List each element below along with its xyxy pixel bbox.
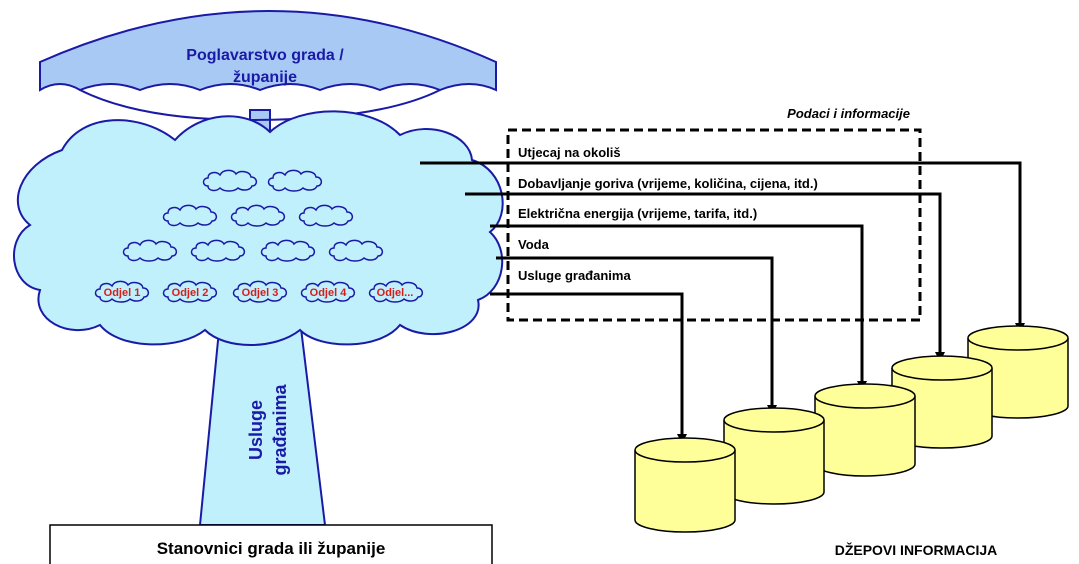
flow-label-environment: Utjecaj na okoliš — [518, 145, 621, 160]
flow-lines — [420, 161, 1025, 444]
department-more: Odjel... — [368, 280, 424, 303]
small-cloud-icon — [267, 169, 323, 192]
department-label: Odjel 1 — [104, 287, 141, 299]
trunk-label-line1: Usluge — [246, 400, 266, 460]
department-label: Odjel... — [377, 287, 414, 299]
flow-line-environment — [420, 161, 1025, 333]
flow-label-fuel: Dobavljanje goriva (vrijeme, količina, c… — [518, 176, 818, 191]
trunk: Usluge građanima — [198, 319, 327, 526]
umbrella-title-line2: županije — [233, 69, 297, 86]
small-cloud-icon — [162, 204, 218, 227]
trunk-label-line2: građanima — [270, 383, 290, 475]
citizens-label: Stanovnici grada ili županije — [157, 539, 386, 558]
flow-label-services: Usluge građanima — [518, 268, 631, 283]
citizens-base: Stanovnici grada ili županije — [49, 524, 493, 564]
small-cloud-icon — [298, 204, 354, 227]
flow-line-electricity — [490, 224, 867, 391]
flow-line-services — [490, 292, 687, 444]
department-1: Odjel 1 — [94, 280, 150, 303]
flow-line-fuel — [465, 192, 945, 362]
flow-line-water — [496, 256, 777, 415]
database-cylinder-icon — [891, 355, 993, 449]
department-2: Odjel 2 — [162, 280, 218, 303]
flow-labels: Utjecaj na okoliš Dobavljanje goriva (vr… — [518, 145, 818, 283]
flow-label-electricity: Električna energija (vrijeme, tarifa, it… — [518, 206, 757, 221]
small-cloud-icon — [190, 239, 246, 262]
umbrella-title-line1: Poglavarstvo grada / — [186, 47, 344, 64]
small-cloud-icon — [122, 239, 178, 262]
department-label: Odjel 4 — [310, 287, 348, 299]
department-3: Odjel 3 — [232, 280, 288, 303]
database-cylinder-icon — [814, 383, 916, 477]
database-cylinder-icon — [634, 437, 736, 533]
data-box-title: Podaci i informacije — [787, 106, 910, 121]
department-4: Odjel 4 — [300, 280, 356, 303]
department-label: Odjel 3 — [242, 287, 279, 299]
flow-label-water: Voda — [518, 237, 550, 252]
database-cylinders — [634, 325, 1069, 533]
department-label: Odjel 2 — [172, 287, 209, 299]
small-cloud-icon — [230, 204, 286, 227]
small-cloud-icon — [260, 239, 316, 262]
departments-cloud — [13, 110, 504, 346]
umbrella-canopy — [39, 10, 497, 92]
department-list: Odjel 1 Odjel 2 Odjel 3 Odjel 4 Odjel... — [94, 280, 424, 303]
pockets-label: DŽEPOVI INFORMACIJA — [835, 541, 998, 558]
database-cylinder-icon — [723, 407, 825, 505]
small-cloud-icon — [202, 169, 258, 192]
database-cylinder-icon — [967, 325, 1069, 419]
small-cloud-icon — [328, 239, 384, 262]
